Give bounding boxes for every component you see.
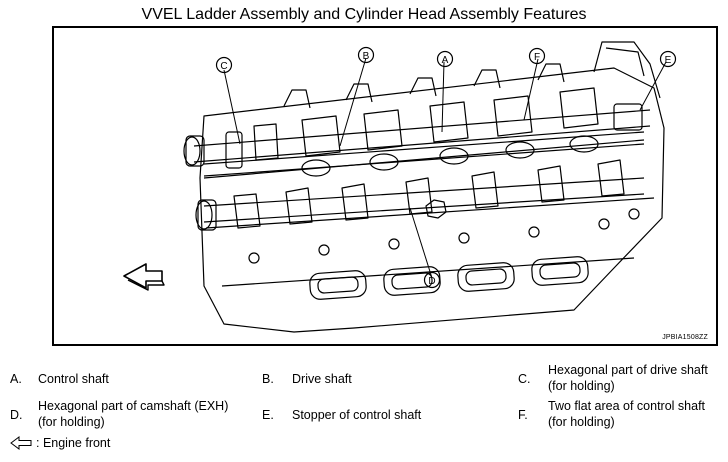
head-bolts [248,208,640,264]
callout-e [659,50,677,68]
exhaust-camshaft [195,159,645,231]
outline-arrow-left-icon [10,436,32,450]
engine-front-label: : Engine front [36,436,111,450]
legend-text-b: Drive shaft [292,372,352,386]
page-title: VVEL Ladder Assembly and Cylinder Head A… [141,6,587,23]
legend-letter-e: E. [262,408,274,422]
legend-letter-d: D. [10,408,23,422]
port-openings [309,256,589,300]
legend-text-e: Stopper of control shaft [292,408,422,422]
callout-b [357,46,375,64]
callout-a [436,50,454,68]
callout-d [423,271,441,289]
engine-front-note: : Engine front [10,436,110,450]
legend-text-a: Control shaft [38,372,109,386]
callout-d-label: D [428,276,435,287]
callout-c [215,56,233,74]
cylinder-head-outline [199,67,665,333]
callout-c-label: C [220,61,227,72]
callouts [215,46,677,289]
callout-f [528,47,546,65]
legend-letter-f: F. [518,408,528,422]
legend-text-d: Hexagonal part of camshaft (EXH) (for ho… [38,399,229,429]
upper-shaft-assembly [183,63,651,169]
legend-text-f: Two flat area of control shaft (for hold… [548,399,706,429]
cylinder-head-illustration: C B A F E D [123,41,677,333]
legend-letter-c: C. [518,372,531,386]
legend-letter-a: A. [10,372,22,386]
leader-lines [223,57,667,279]
callout-f-label: F [534,52,540,63]
legend-text-c: Hexagonal part of drive shaft (for holdi… [548,363,708,393]
callout-a-label: A [442,55,449,66]
direction-arrow-left-icon [123,263,163,289]
head-back-plate [593,41,661,99]
callout-e-label: E [665,55,672,66]
callout-b-label: B [363,51,370,62]
figure-code: JPBIA1508ZZ [662,334,708,341]
engine-diagram: C B A F E D JPBIA1508ZZ [52,26,718,346]
control-shaft [203,131,645,177]
legend-letter-b: B. [262,372,274,386]
